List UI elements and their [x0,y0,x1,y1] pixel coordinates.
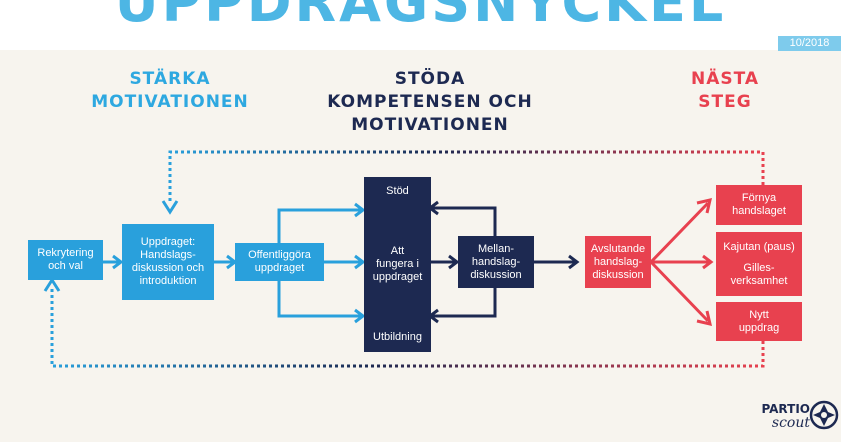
top-loop-dotted-line [168,150,765,203]
box-text: handslag- [593,255,643,268]
box-text: Kajutan (paus) [723,240,795,253]
heading-line: STEG [698,92,752,112]
heading-line: MOTIVATIONEN [351,115,509,135]
box-text: diskussion och [131,262,205,274]
box-offentliggora: Offentliggöra uppdraget [235,243,324,281]
box-text-utbildning: Utbildning [373,331,422,343]
box-text: handslaget [732,205,786,217]
heading-nasta-steg: NÄSTA STEG [670,68,780,114]
box-text: och val [48,260,83,272]
partioscout-logo-mark [809,400,839,430]
box-text: uppdraget [372,271,423,283]
box-text: verksamhet [730,274,788,287]
arrow-avslutande-fan [649,201,710,323]
heading-line: MOTIVATIONEN [91,92,249,112]
box-avslutande: Avslutande handslag- diskussion [585,236,651,288]
logo-text-partio: PARTIO [761,402,810,416]
box-text: diskussion [592,268,644,281]
title-band: UPPDRAGSNYCKEL [0,0,841,50]
box-text: Mellan- [477,242,515,255]
box-text: Handslags- [140,249,196,261]
page-title: UPPDRAGSNYCKEL [114,0,727,34]
box-text-group-att-fungera: Att fungera i uppdraget [373,245,423,284]
box-center-column: Stöd Att fungera i uppdraget Utbildning [364,177,431,352]
box-text: Förnya [741,192,777,204]
box-uppdraget: Uppdraget: Handslags- diskussion och int… [122,224,214,300]
heading-line: KOMPETENSEN OCH [327,92,533,112]
box-kajutan-gilles: Kajutan (paus) Gilles- verksamhet [716,232,802,296]
box-rekrytering: Rekrytering och val [28,240,103,280]
heading-stoda-kompetensen: STÖDA KOMPETENSEN OCH MOTIVATIONEN [300,68,560,137]
box-text: uppdraget [254,262,305,274]
heading-line: STÄRKA [129,69,211,89]
box-text: introduktion [139,275,197,287]
box-text: Offentliggöra [248,249,311,261]
box-text: diskussion [470,268,522,281]
box-mellan: Mellan- handslag- diskussion [458,236,534,288]
arrow-mellan-loop [431,206,497,318]
box-text: Rekrytering [37,247,94,259]
partioscout-logo: PARTIO scout [748,402,810,430]
box-text: uppdrag [738,321,780,334]
arrow-offentliggora-center [277,208,361,318]
box-text: handslag- [471,255,521,268]
date-badge: 10/2018 [778,36,841,51]
box-nytt-uppdrag: Nytt uppdrag [716,302,802,341]
box-text: Uppdraget: [140,236,196,248]
box-text-stod: Stöd [386,185,409,197]
box-text: fungera i [376,258,419,270]
bottom-loop-arrowhead [43,277,61,292]
logo-text-scout: scout [771,415,810,431]
box-text: Att [390,245,405,257]
box-text: Gilles- [743,261,775,274]
heading-starka-motivationen: STÄRKA MOTIVATIONEN [70,68,270,114]
box-text: Avslutande [590,242,646,255]
bottom-loop-dotted-line [50,288,765,368]
heading-line: STÖDA [394,69,466,89]
box-fornya-handslaget: Förnya handslaget [716,185,802,225]
top-loop-arrowhead [161,200,179,215]
box-text: Nytt [749,308,769,321]
heading-line: NÄSTA [690,69,760,89]
